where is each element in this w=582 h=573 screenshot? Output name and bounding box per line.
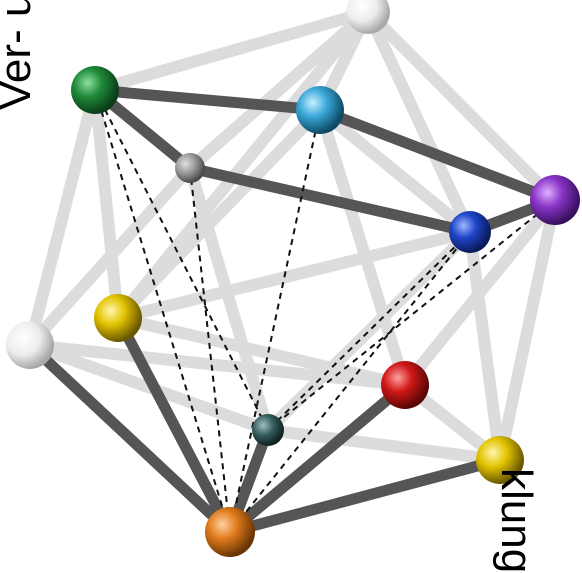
- ball-orange: [205, 507, 255, 557]
- strut: [95, 90, 118, 318]
- ball-white-left: [6, 321, 54, 369]
- ball-green: [71, 66, 119, 114]
- strut-dark: [30, 345, 230, 532]
- ball-purple: [530, 175, 580, 225]
- ball-grey: [175, 153, 205, 183]
- ball-red: [381, 361, 429, 409]
- ball-yellow-left: [94, 294, 142, 342]
- ball-teal: [252, 414, 284, 446]
- strut-dark: [320, 110, 555, 200]
- strut: [368, 12, 470, 232]
- strut-dark: [95, 90, 320, 110]
- ball-cyan: [296, 86, 344, 134]
- ball-blue: [449, 211, 491, 253]
- left-side-label: Ver- u: [0, 0, 38, 110]
- strut-dark: [118, 318, 230, 532]
- right-side-label: klung: [494, 468, 538, 573]
